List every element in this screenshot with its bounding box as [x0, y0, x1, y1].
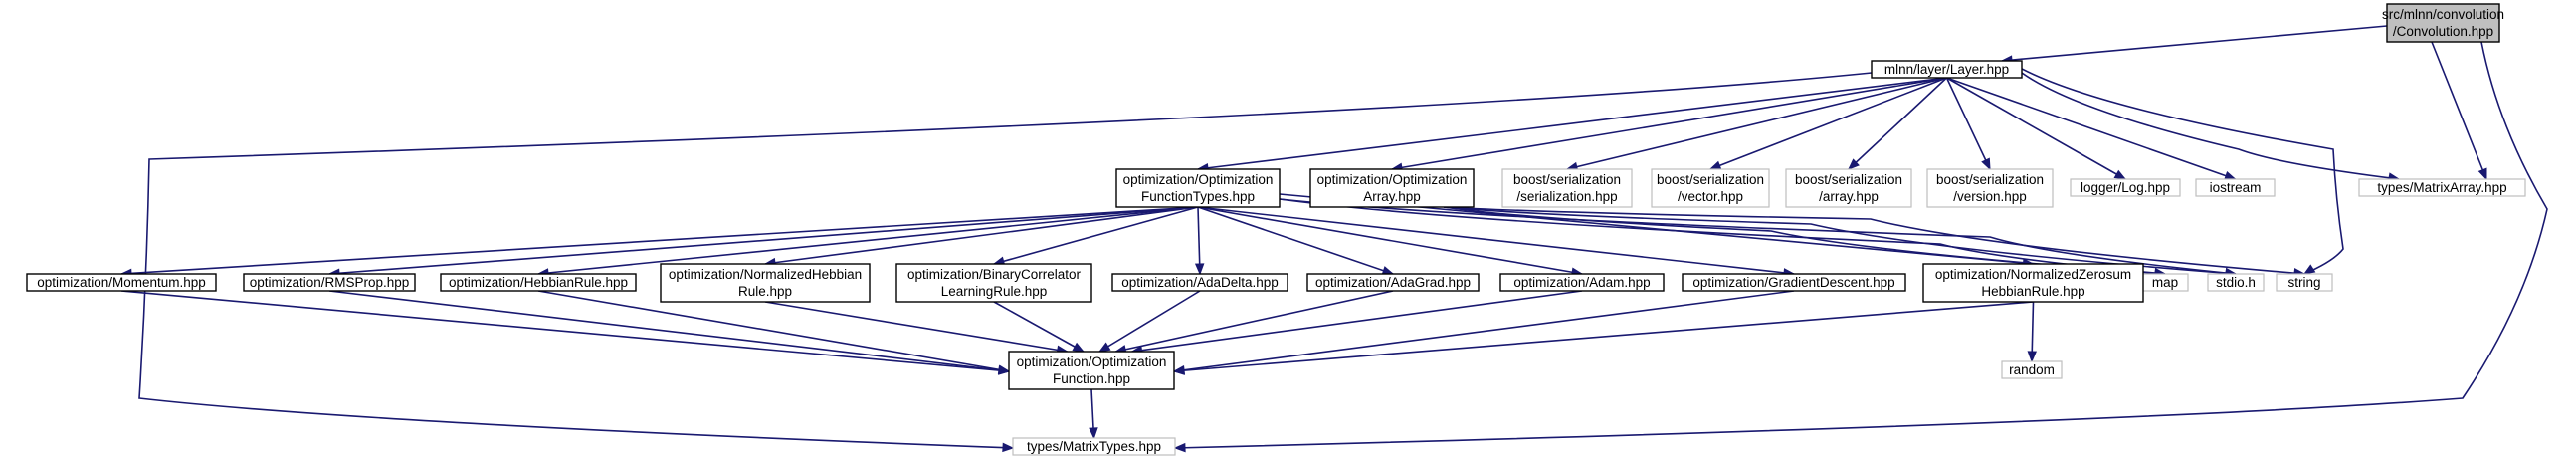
edge-bincorr-to-of	[993, 301, 1086, 353]
node-log: logger/Log.hpp	[2070, 178, 2181, 197]
node-bser: boost/serialization/serialization.hpp	[1501, 168, 1633, 208]
node-bver: boost/serialization/version.hpp	[1926, 168, 2054, 208]
node-map: map	[2141, 273, 2189, 292]
edge-of-to-mtypes	[1089, 388, 1098, 440]
edge-layer-to-mtypes	[138, 72, 1873, 453]
node-label: boost/serialization	[1513, 172, 1621, 187]
node-label: iostream	[2210, 180, 2262, 195]
node-label: optimization/RMSProp.hpp	[250, 275, 410, 290]
edge-layer-to-bver	[1945, 77, 1991, 171]
edge-nhebb-to-of	[764, 301, 1069, 355]
node-label: boost/serialization	[1795, 172, 1902, 187]
edge-layer-to-oarr	[1390, 77, 1947, 172]
node-label: optimization/Optimization	[1017, 355, 1167, 369]
node-adam[interactable]: optimization/Adam.hpp	[1499, 273, 1665, 292]
node-string: string	[2276, 273, 2333, 292]
edge-conv-to-layer	[2000, 25, 2388, 65]
node-label: mlnn/layer/Layer.hpp	[1884, 62, 2009, 77]
node-label: /serialization.hpp	[1516, 189, 1617, 204]
edge-layer-to-barr	[1848, 77, 1948, 170]
node-label: Array.hpp	[1363, 189, 1421, 204]
edge-hebb-to-of	[537, 290, 1011, 374]
node-layer[interactable]: mlnn/layer/Layer.hpp	[1871, 60, 2023, 79]
node-bincorr[interactable]: optimization/BinaryCorrelatorLearningRul…	[895, 263, 1092, 303]
edge-layer-to-bser	[1565, 77, 1947, 172]
edge-layer-to-matarray	[2021, 72, 2401, 182]
node-adagrad[interactable]: optimization/AdaGrad.hpp	[1306, 273, 1480, 292]
node-label: optimization/Adam.hpp	[1513, 275, 1650, 290]
edge-oft-to-nhebb	[763, 206, 1199, 268]
edge-nzhebb-to-random	[2027, 301, 2037, 363]
node-label: map	[2152, 275, 2178, 290]
edge-momentum-to-of	[120, 290, 1011, 375]
node-label: optimization/AdaGrad.hpp	[1315, 275, 1471, 290]
nodes-layer: src/mlnn/convolution/Convolution.hpp mlnn…	[26, 3, 2526, 456]
edge-layer-to-string	[2021, 68, 2344, 275]
node-conv[interactable]: src/mlnn/convolution/Convolution.hpp	[2382, 3, 2504, 43]
node-label: optimization/Optimization	[1123, 172, 1274, 187]
node-label: stdio.h	[2216, 275, 2256, 290]
node-label: optimization/BinaryCorrelator	[907, 267, 1082, 282]
node-label: LearningRule.hpp	[941, 284, 1048, 299]
node-matarray: types/MatrixArray.hpp	[2358, 178, 2526, 197]
node-label: /Convolution.hpp	[2393, 24, 2493, 39]
node-hebb[interactable]: optimization/HebbianRule.hpp	[440, 273, 637, 292]
edge-conv-to-mtypes	[1173, 41, 2548, 453]
node-label: /array.hpp	[1819, 189, 1879, 204]
node-label: optimization/AdaDelta.hpp	[1121, 275, 1279, 290]
node-label: HebbianRule.hpp	[1981, 284, 2084, 299]
edge-oft-to-gd	[1197, 206, 1796, 278]
node-momentum[interactable]: optimization/Momentum.hpp	[26, 273, 217, 292]
node-label: optimization/Optimization	[1317, 172, 1468, 187]
node-label: /version.hpp	[1953, 189, 2027, 204]
node-label: Function.hpp	[1053, 371, 1130, 386]
node-gd[interactable]: optimization/GradientDescent.hpp	[1682, 273, 1906, 292]
edge-layer-to-log	[1946, 77, 2127, 180]
node-label: boost/serialization	[1657, 172, 1764, 187]
node-label: /vector.hpp	[1678, 189, 1743, 204]
node-label: boost/serialization	[1936, 172, 2044, 187]
edge-oft-to-adadelta	[1194, 206, 1205, 276]
edge-oarr-to-string	[1443, 206, 2306, 278]
edge-nzhebb-to-of	[1172, 301, 2034, 375]
edges-layer	[119, 25, 2548, 453]
node-oft[interactable]: optimization/OptimizationFunctionTypes.h…	[1115, 168, 1281, 208]
node-label: types/MatrixTypes.hpp	[1027, 439, 1161, 454]
edge-oft-to-adagrad	[1197, 206, 1395, 276]
node-label: Rule.hpp	[738, 284, 792, 299]
edge-layer-to-oft	[1196, 77, 1947, 173]
node-adadelta[interactable]: optimization/AdaDelta.hpp	[1111, 273, 1288, 292]
node-label: optimization/NormalizedHebbian	[669, 267, 862, 282]
node-label: optimization/GradientDescent.hpp	[1692, 275, 1894, 290]
node-barr: boost/serialization/array.hpp	[1785, 168, 1912, 208]
node-iostream: iostream	[2195, 178, 2276, 197]
node-random: random	[2001, 360, 2063, 379]
edge-conv-to-matarray	[2431, 41, 2487, 181]
node-label: FunctionTypes.hpp	[1141, 189, 1255, 204]
node-bvec: boost/serialization/vector.hpp	[1651, 168, 1770, 208]
edge-adam-to-of	[1130, 290, 1583, 355]
node-label: optimization/HebbianRule.hpp	[449, 275, 628, 290]
node-rmsprop[interactable]: optimization/RMSProp.hpp	[243, 273, 416, 292]
node-label: src/mlnn/convolution	[2382, 7, 2504, 22]
edge-adadelta-to-of	[1097, 290, 1201, 353]
edge-oft-to-bincorr	[992, 206, 1199, 266]
node-mtypes: types/MatrixTypes.hpp	[1012, 437, 1176, 456]
node-label: logger/Log.hpp	[2081, 180, 2170, 195]
node-label: string	[2287, 275, 2320, 290]
node-label: optimization/Momentum.hpp	[37, 275, 206, 290]
node-label: types/MatrixArray.hpp	[2377, 180, 2506, 195]
node-nzhebb[interactable]: optimization/NormalizedZerosumHebbianRul…	[1922, 263, 2144, 303]
node-stdio: stdio.h	[2207, 273, 2265, 292]
node-label: optimization/NormalizedZerosum	[1935, 267, 2131, 282]
node-label: random	[2009, 362, 2055, 377]
